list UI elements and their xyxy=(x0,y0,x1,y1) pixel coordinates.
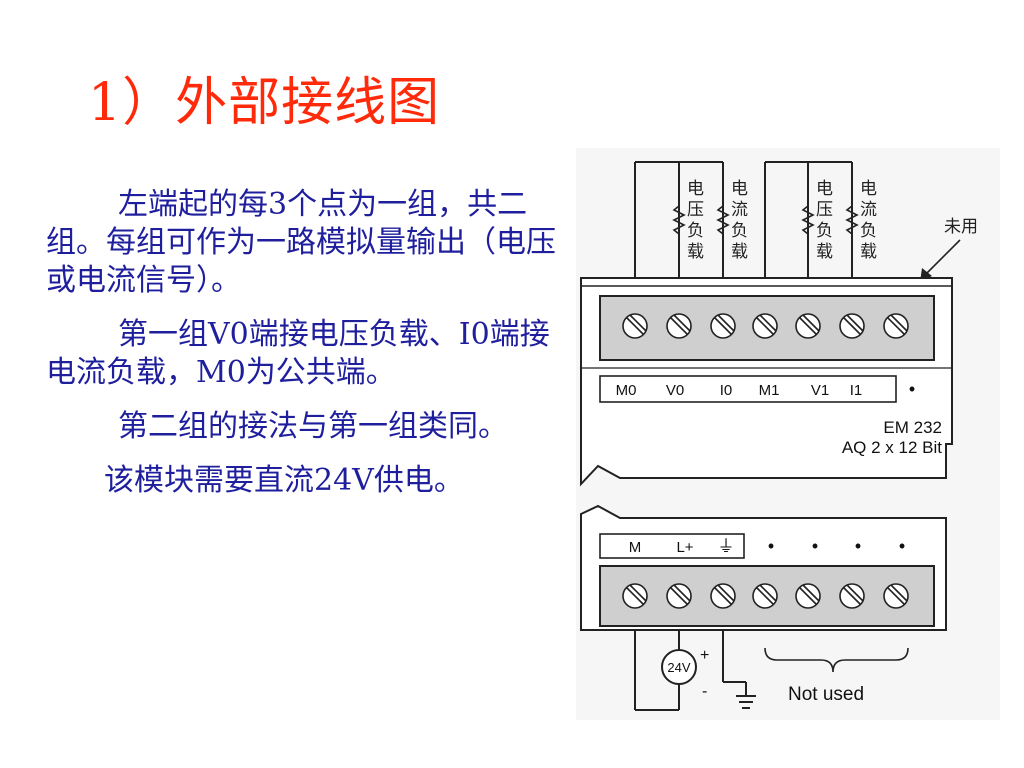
wiring-diagram-svg: 电 压 负 载 电 流 负 载 电 压 负 载 电 流 负 载 未用 xyxy=(580,161,978,711)
load-label-v1-3: 负 xyxy=(816,221,833,240)
upper-terminal-label-strip xyxy=(599,375,897,403)
ground-symbol-icon: ⏚ xyxy=(718,537,735,556)
load-label-v0-3: 负 xyxy=(687,221,704,240)
paragraph-group-two: 第二组的接法与第一组类同。 xyxy=(118,409,508,444)
earth-ground-icon xyxy=(736,695,756,709)
load-label-i0-2: 流 xyxy=(731,200,748,219)
load-resistors xyxy=(672,205,859,235)
terminal-label-v0: V0 xyxy=(666,382,684,399)
screw-unused-icon xyxy=(883,313,909,339)
paragraph-grouping: 左端起的每3个点为一组，共二组。每组可作为一路模拟量输出（电压或电流信号）。 xyxy=(46,187,556,298)
load-label-i0-3: 负 xyxy=(731,221,748,240)
unused-pointer-line xyxy=(925,239,961,275)
load-label-v0-1: 电 xyxy=(687,179,704,198)
module-spec: AQ 2 x 12 Bit xyxy=(842,438,942,457)
load-label-i1-2: 流 xyxy=(860,200,877,219)
screw-m-icon xyxy=(622,583,648,609)
screw-ground-icon xyxy=(710,583,736,609)
upper-terminal-labels: M0 V0 I0 M1 V1 I1 • xyxy=(616,379,916,399)
lower-terminal-labels: M L+ ⏚ • • • • xyxy=(629,536,905,556)
load-label-v0-2: 压 xyxy=(687,200,704,219)
terminal-label-m: M xyxy=(629,539,642,556)
terminal-label-i0: I0 xyxy=(720,382,733,399)
load-label-i0-1: 电 xyxy=(731,179,748,198)
screw-m1-icon xyxy=(752,313,778,339)
wiring-diagram: 电 压 负 载 电 流 负 载 电 压 负 载 电 流 负 载 未用 xyxy=(576,148,1000,720)
paragraph-power-supply: 该模块需要直流24V供电。 xyxy=(104,463,464,498)
screw-nc-2-icon xyxy=(795,583,821,609)
terminal-label-dot-2: • xyxy=(812,536,818,556)
supply-minus-sign: - xyxy=(702,683,707,700)
not-used-brace xyxy=(764,647,909,673)
screw-nc-4-icon xyxy=(883,583,909,609)
load-wiring xyxy=(634,161,853,286)
screw-nc-3-icon xyxy=(839,583,865,609)
load-labels: 电 压 负 载 电 流 负 载 电 压 负 载 电 流 负 载 xyxy=(687,179,877,261)
screw-i0-icon xyxy=(710,313,736,339)
description-text: 左端起的每3个点为一组，共二组。每组可作为一路模拟量输出（电压或电流信号）。 第… xyxy=(46,186,566,516)
load-label-v1-2: 压 xyxy=(816,200,833,219)
load-label-i0-4: 载 xyxy=(731,242,748,261)
supply-voltage-label: 24V xyxy=(667,660,690,675)
upper-terminal-screws xyxy=(622,313,909,339)
screw-v1-icon xyxy=(795,313,821,339)
terminal-label-unused-dot: • xyxy=(909,379,915,399)
screw-v0-icon xyxy=(666,313,692,339)
terminal-label-m1: M1 xyxy=(759,382,780,399)
terminal-label-m0: M0 xyxy=(616,382,637,399)
paragraph-group-one: 第一组V0端接电压负载、I0端接电流负载，M0为公共端。 xyxy=(46,317,550,390)
not-used-label: Not used xyxy=(788,684,864,705)
terminal-label-dot-4: • xyxy=(899,536,905,556)
screw-i1-icon xyxy=(839,313,865,339)
unused-label: 未用 xyxy=(944,217,978,237)
load-label-v1-4: 载 xyxy=(816,242,833,261)
load-label-v0-4: 载 xyxy=(687,242,704,261)
screw-m0-icon xyxy=(622,313,648,339)
module-name: EM 232 xyxy=(883,418,942,437)
load-label-v1-1: 电 xyxy=(816,179,833,198)
terminal-label-i1: I1 xyxy=(850,382,863,399)
lower-terminal-label-strip xyxy=(599,533,745,559)
load-label-i1-4: 载 xyxy=(860,242,877,261)
supply-plus-sign: + xyxy=(700,647,709,664)
lower-terminal-screws xyxy=(622,583,909,609)
power-supply-wiring xyxy=(634,630,747,711)
screw-nc-1-icon xyxy=(752,583,778,609)
slide-title: 1）外部接线图 xyxy=(88,73,441,133)
screw-l-plus-icon xyxy=(666,583,692,609)
load-label-i1-3: 负 xyxy=(860,221,877,240)
load-label-i1-1: 电 xyxy=(860,179,877,198)
terminal-label-v1: V1 xyxy=(811,382,829,399)
terminal-label-dot-1: • xyxy=(768,536,774,556)
terminal-label-l-plus: L+ xyxy=(676,539,693,556)
terminal-label-dot-3: • xyxy=(855,536,861,556)
dc-supply-icon xyxy=(661,649,697,685)
